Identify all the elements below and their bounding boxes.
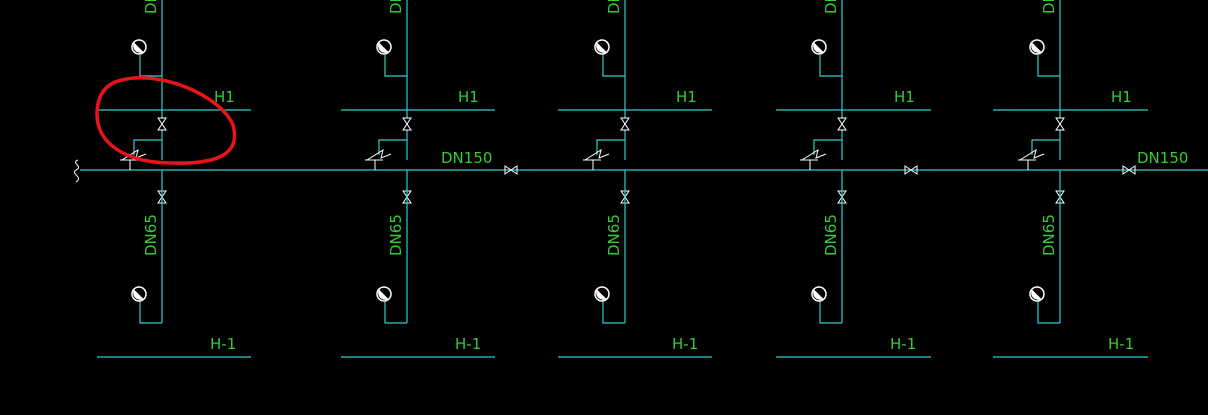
floor-label-lower: H-1 [1108, 335, 1134, 353]
pipe-break-icon [74, 159, 80, 183]
fire-hydrant-icon [376, 286, 392, 302]
flexible-connector-icon [365, 148, 392, 170]
lower-riser-label: DN65 [142, 214, 160, 256]
flexible-connector-icon [1018, 148, 1045, 170]
flex-branch-pipe [133, 139, 162, 155]
red-circle-markup [95, 76, 237, 165]
upper-hydrant-branch [602, 55, 625, 77]
flex-branch-pipe [813, 139, 842, 155]
floor-label-upper: H1 [1111, 88, 1132, 106]
fire-hydrant-icon [1029, 39, 1045, 55]
lower-hydrant-branch [1037, 300, 1060, 324]
floor-label-upper: H1 [894, 88, 915, 106]
gate-valve-icon [837, 117, 847, 131]
main-valve-2 [904, 165, 918, 175]
upper-riser-label: DN [822, 0, 840, 14]
upper-hydrant-branch [139, 55, 162, 77]
main-pipe-label-2: DN150 [1137, 149, 1188, 167]
upper-hydrant-branch [819, 55, 842, 77]
fire-hydrant-icon [594, 286, 610, 302]
lower-riser-label: DN65 [822, 214, 840, 256]
floor-label-lower: H-1 [210, 335, 236, 353]
flex-branch-pipe [596, 139, 625, 155]
lower-riser-label: DN65 [387, 214, 405, 256]
flexible-connector-icon [583, 148, 610, 170]
floor-label-upper: H1 [458, 88, 479, 106]
fire-hydrant-icon [811, 39, 827, 55]
gate-valve-icon [1055, 117, 1065, 131]
lower-hydrant-branch [819, 300, 842, 324]
gate-valve-icon [157, 117, 167, 131]
floor-label-lower: H-1 [672, 335, 698, 353]
fire-hydrant-icon [131, 39, 147, 55]
gate-valve-icon [402, 117, 412, 131]
flex-branch-pipe [1031, 139, 1060, 155]
main-pipe-label-1: DN150 [441, 149, 492, 167]
fire-hydrant-icon [376, 39, 392, 55]
fire-hydrant-icon [811, 286, 827, 302]
main-valve-3 [1122, 165, 1136, 175]
floor-label-upper: H1 [214, 88, 235, 106]
floor-label-upper: H1 [676, 88, 697, 106]
floor-label-lower: H-1 [455, 335, 481, 353]
upper-riser-label: DN [387, 0, 405, 14]
lower-hydrant-branch [602, 300, 625, 324]
upper-riser-label: DN [142, 0, 160, 14]
gate-valve-icon [620, 117, 630, 131]
flex-branch-pipe [378, 139, 407, 155]
fire-hydrant-icon [1029, 286, 1045, 302]
lower-hydrant-branch [384, 300, 407, 324]
lower-riser-label: DN65 [1040, 214, 1058, 256]
flexible-connector-icon [800, 148, 827, 170]
lower-riser-label: DN65 [605, 214, 623, 256]
lower-hydrant-branch [139, 300, 162, 324]
upper-riser-label: DN [605, 0, 623, 14]
fire-hydrant-icon [131, 286, 147, 302]
fire-hydrant-icon [594, 39, 610, 55]
floor-label-lower: H-1 [890, 335, 916, 353]
upper-riser-label: DN [1040, 0, 1058, 14]
main-valve-1 [504, 165, 518, 175]
upper-hydrant-branch [384, 55, 407, 77]
upper-hydrant-branch [1037, 55, 1060, 77]
